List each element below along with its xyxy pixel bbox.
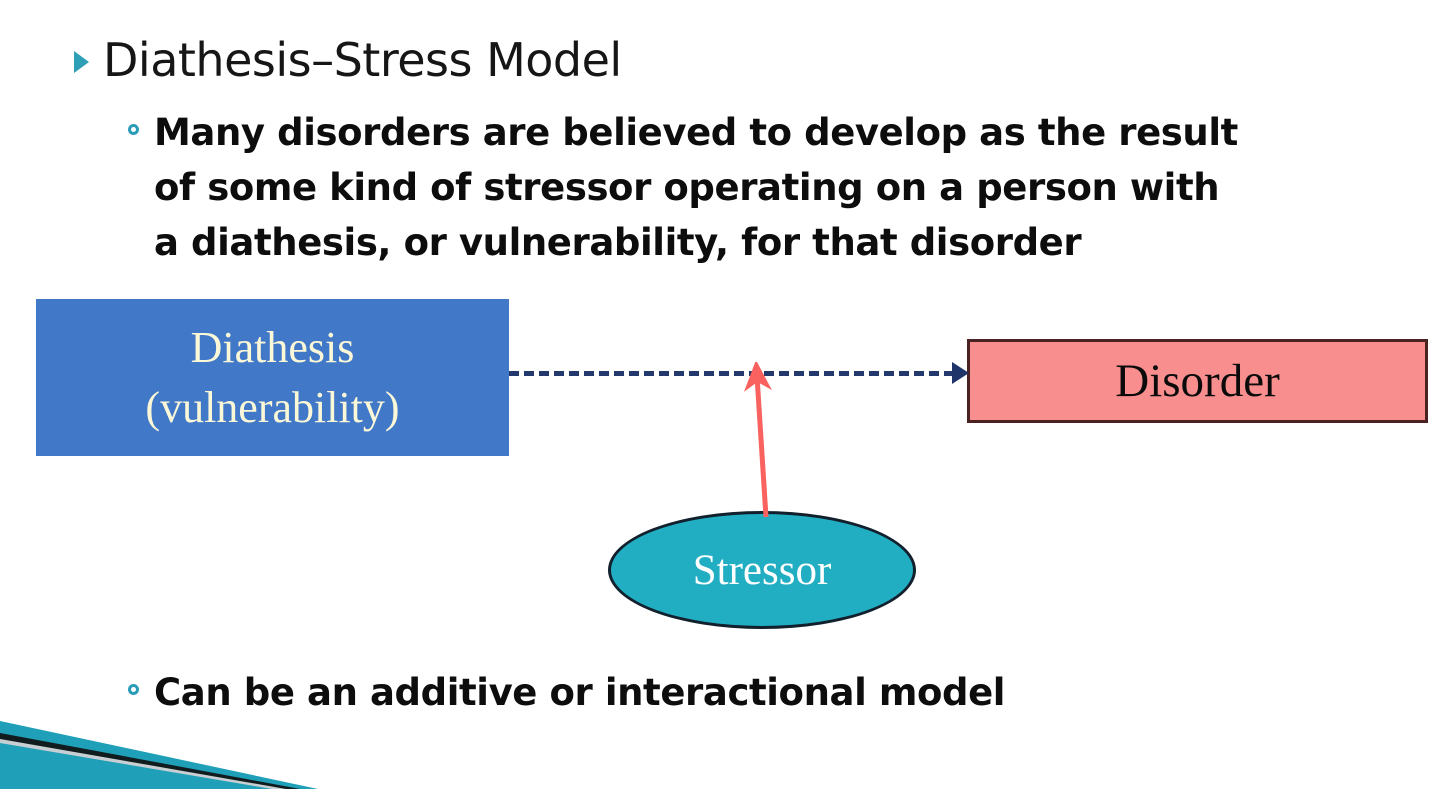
circle-bullet-icon [128,124,139,135]
bullet-line: of some kind of stressor operating on a … [154,166,1220,209]
circle-bullet-icon [128,684,139,695]
connector-arrowhead-right-icon [952,362,969,384]
node-diathesis: Diathesis (vulnerability) [36,299,509,456]
node-diathesis-label-line2: (vulnerability) [145,382,400,432]
bullet-line: a diathesis, or vulnerability, for that … [154,221,1082,264]
bullet-model-type-text: Can be an additive or interactional mode… [154,665,1005,720]
bullet-main-description: Many disorders are believed to develop a… [128,105,1408,270]
bullet-model-type: Can be an additive or interactional mode… [128,665,1408,720]
page-title: Diathesis–Stress Model [103,33,622,87]
node-disorder: Disorder [967,339,1428,423]
connector-diathesis-to-disorder [509,371,954,376]
bullet-line: Many disorders are believed to develop a… [154,111,1238,154]
red-arrow-line [743,362,772,518]
slide-title-row: Diathesis–Stress Model [74,33,622,87]
bullet-main-description-text: Many disorders are believed to develop a… [154,105,1238,270]
triangle-bullet-icon [74,51,89,73]
node-stressor-label: Stressor [692,546,832,594]
corner-swoosh-decoration [0,721,318,789]
node-diathesis-label-line1: Diathesis [190,322,355,372]
node-disorder-label: Disorder [1115,355,1280,407]
node-stressor: Stressor [608,511,916,629]
bullet-line: Can be an additive or interactional mode… [154,671,1006,714]
connector-stressor-to-path [743,362,772,518]
